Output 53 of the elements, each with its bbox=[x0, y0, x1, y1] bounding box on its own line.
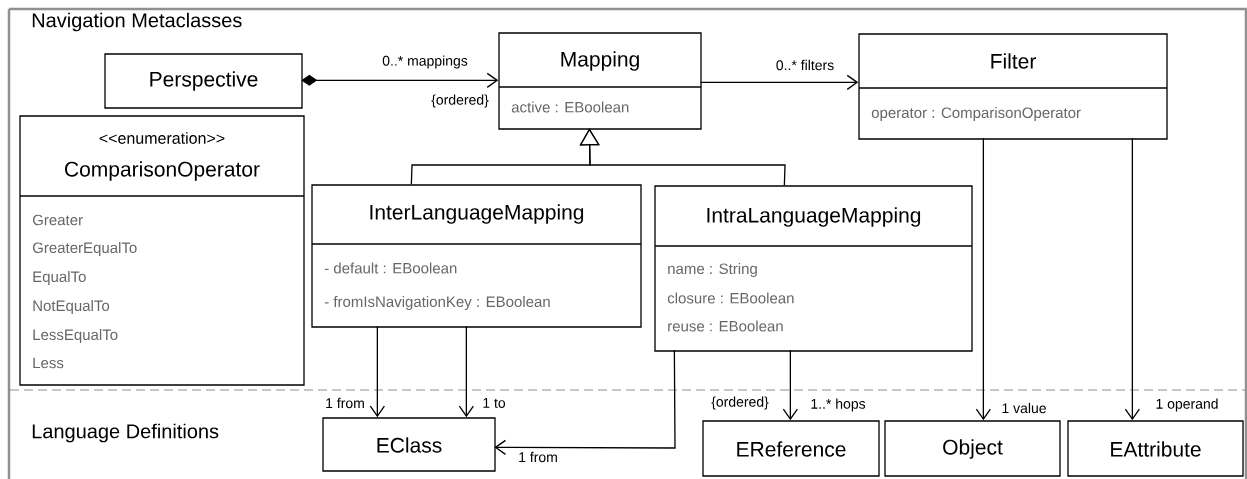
enum-literal: Greater bbox=[32, 214, 83, 226]
edge-label: 0..* filters bbox=[774, 58, 836, 72]
enum-literal: LessEqualTo bbox=[33, 329, 118, 343]
class-box bbox=[311, 184, 642, 328]
attribute-text: reuse : EBoolean bbox=[668, 320, 783, 332]
class-box bbox=[884, 420, 1061, 477]
class-box bbox=[858, 33, 1168, 140]
attribute-text: - default : EBoolean bbox=[324, 262, 457, 274]
class-name: Mapping bbox=[561, 51, 639, 71]
attribute-text: closure : EBoolean bbox=[667, 292, 794, 304]
attribute-text: active : EBoolean bbox=[511, 101, 629, 113]
class-box bbox=[702, 420, 880, 477]
edge-label: 1 value bbox=[1000, 401, 1048, 415]
enum-literal: GreaterEqualTo bbox=[32, 242, 137, 256]
edge-label: 0..* mappings bbox=[381, 54, 469, 70]
class-name: InterLanguageMapping bbox=[370, 204, 584, 224]
class-box bbox=[19, 115, 305, 386]
edge-label: 1 from bbox=[517, 450, 559, 464]
class-name: EAttribute bbox=[1111, 441, 1201, 457]
class-box bbox=[498, 32, 702, 130]
arrow bbox=[975, 137, 991, 421]
edge-label: 1..* hops bbox=[809, 397, 867, 413]
edge-label: 1 to bbox=[481, 397, 507, 409]
section-title: Language Definitions bbox=[30, 422, 221, 444]
attribute-text: operator : ComparisonOperator bbox=[871, 107, 1081, 121]
edge-label: 1 from bbox=[324, 396, 366, 410]
class-box bbox=[654, 185, 973, 352]
class-name: EReference bbox=[737, 441, 846, 457]
class-name: Perspective bbox=[150, 71, 258, 91]
class-name: Filter bbox=[991, 53, 1036, 69]
enum-literal: Less bbox=[33, 357, 64, 369]
arrow bbox=[699, 74, 859, 90]
class-box bbox=[104, 53, 303, 109]
class-name: IntraLanguageMapping bbox=[707, 207, 921, 227]
attribute-text: - fromIsNavigationKey : EBoolean bbox=[324, 296, 550, 310]
class-box bbox=[322, 417, 496, 472]
edge-label: 1 operand bbox=[1154, 397, 1220, 413]
arrow bbox=[494, 349, 676, 456]
class-name: Object bbox=[943, 439, 1003, 459]
constraint-label: {ordered} bbox=[430, 93, 490, 109]
arrow bbox=[458, 325, 474, 418]
class-box bbox=[1067, 420, 1244, 477]
stereotype-label: <<enumeration>> bbox=[99, 132, 225, 144]
arrow bbox=[1124, 137, 1140, 421]
arrow bbox=[782, 349, 798, 421]
attribute-text: name : String bbox=[668, 263, 757, 277]
section-title: Navigation Metaclasses bbox=[30, 11, 244, 33]
class-name: EClass bbox=[377, 437, 442, 453]
enum-literal: EqualTo bbox=[33, 271, 86, 285]
arrow bbox=[369, 325, 385, 418]
arrow bbox=[301, 72, 499, 88]
class-name: ComparisonOperator bbox=[65, 161, 260, 181]
enum-literal: NotEqualTo bbox=[33, 300, 110, 314]
